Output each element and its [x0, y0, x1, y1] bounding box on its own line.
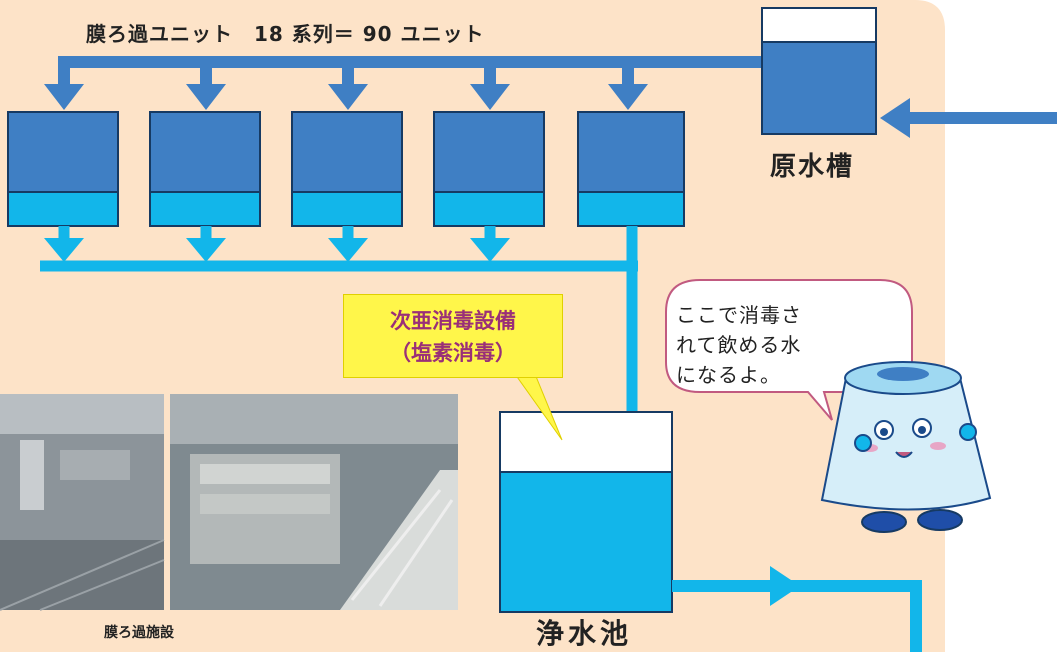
filter-unit — [433, 111, 545, 227]
raw-water-tank-label: 原水槽 — [770, 152, 855, 182]
bubble-line-2: れて飲める水 — [676, 333, 802, 357]
filter-unit — [577, 111, 685, 227]
filter-unit — [149, 111, 261, 227]
outflow-arrowhead — [770, 566, 800, 606]
diagram-title: 膜ろ過ユニット 18 系列＝ 90 ユニット — [86, 22, 485, 46]
facility-photo-right — [170, 394, 458, 610]
raw-water-tank — [761, 7, 877, 135]
outflow-pipe — [672, 580, 922, 652]
speech-bubble-text: ここで消毒さ れて飲める水 になるよ。 — [676, 300, 876, 390]
filter-unit — [7, 111, 119, 227]
clear-water-reservoir-label: 浄水池 — [536, 617, 633, 650]
clear-water-reservoir — [499, 411, 673, 613]
callout-line-2: （塩素消毒） — [390, 341, 516, 365]
photo-caption: 膜ろ過施設 — [104, 625, 174, 641]
bubble-line-3: になるよ。 — [676, 363, 781, 387]
inflow-arrowhead — [880, 98, 910, 138]
facility-photo-left — [0, 394, 165, 611]
disinfection-callout: 次亜消毒設備 （塩素消毒） — [343, 294, 563, 378]
bubble-line-1: ここで消毒さ — [676, 303, 802, 327]
callout-line-1: 次亜消毒設備 — [390, 309, 516, 333]
mascot-character — [820, 361, 992, 533]
raw-water-arrowheads — [44, 84, 648, 110]
filter-units — [7, 111, 685, 227]
filter-unit — [291, 111, 403, 227]
